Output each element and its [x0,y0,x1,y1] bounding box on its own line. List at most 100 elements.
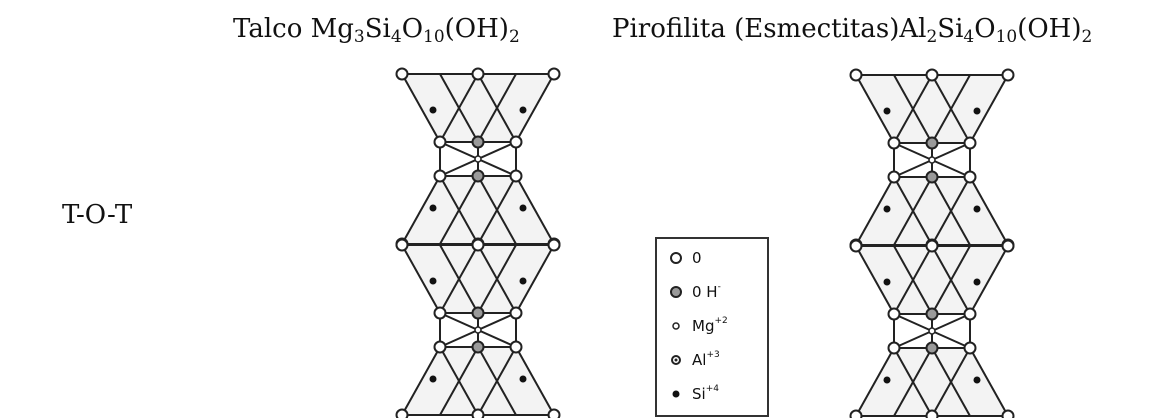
title-pirofilita-formula-subscript: 10 [995,27,1018,47]
legend-label: 0 H- [692,282,721,301]
oxygen-atom [849,409,863,418]
metal-atom [928,156,936,164]
bond-line [931,245,971,315]
title-pirofilita: Pirofilita (Esmectitas)Al2Si4O10(OH)2 [612,14,1092,47]
title-pirofilita-name: Pirofilita (Esmectitas) [612,14,900,44]
oxygen-atom [471,408,485,418]
metal-atom [474,326,482,334]
bond-line [969,347,1009,417]
bond-line [477,346,517,416]
tot-unit [395,238,561,418]
tetra-shade-top [856,246,1008,314]
silicon-atom [429,375,437,383]
bond-line [477,175,517,245]
silicon-atom [883,205,891,213]
silicon-atom [519,375,527,383]
bond-line [893,347,933,417]
bond-line [515,346,555,416]
hydroxyl-atom [925,341,939,355]
legend-item: Mg+2 [672,316,728,335]
legend-label: Al+3 [692,350,720,369]
oxygen-atom [509,135,523,149]
hydroxyl-atom [471,135,485,149]
silicon-atom [429,277,437,285]
oxygen-atom [509,306,523,320]
title-talco-formula-part: Mg [310,14,354,44]
oxygen-atom [433,340,447,354]
silicon-atom [973,376,981,384]
bond-line [401,244,441,314]
legend-al-icon-dot [674,358,678,362]
tetra-shade-bottom [402,176,554,244]
bond-line [439,73,479,143]
hydroxyl-atom [925,307,939,321]
oxygen-atom [925,409,939,418]
oxygen-atom [887,341,901,355]
title-talco-formula-subscript: 10 [423,27,445,47]
oxygen-atom [963,170,977,184]
bond-line [969,245,1009,315]
title-pirofilita-formula-subscript: 4 [963,27,975,47]
bond-line [439,244,479,314]
bond-line [931,74,971,144]
silicon-atom [429,204,437,212]
bond-line [401,73,441,143]
bond-line [439,346,479,416]
bond-line [893,176,933,246]
hydroxyl-atom [471,169,485,183]
oxygen-atom [1001,68,1015,82]
bond-line [515,175,555,245]
tot-unit [395,67,561,251]
silicon-atom [429,106,437,114]
silicon-atom [973,205,981,213]
tot-unit [849,239,1015,418]
bond-line [893,245,933,315]
title-pirofilita-formula-part: Al [899,14,927,44]
legend-si-icon [672,390,680,398]
silicon-atom [883,376,891,384]
tetra-shade-top [402,74,554,142]
bond-line [969,74,1009,144]
oxygen-atom [849,68,863,82]
oxygen-atom [395,67,409,81]
oxygen-atom [395,408,409,418]
metal-atom [928,327,936,335]
hydroxyl-atom [925,136,939,150]
title-pirofilita-formula-subscript: 2 [926,27,938,47]
tetra-shade-top [856,75,1008,143]
oxygen-atom [963,307,977,321]
metal-atom [474,155,482,163]
silicon-atom [973,107,981,115]
title-pirofilita-formula-part: Si [937,14,964,44]
tetra-shade-bottom [856,177,1008,245]
silicon-atom [519,106,527,114]
oxygen-atom [1001,239,1015,253]
oxygen-atom [547,67,561,81]
bond-line [931,347,971,417]
title-talco-formula-part: Si [364,14,391,44]
silicon-atom [519,204,527,212]
oxygen-atom [849,239,863,253]
legend-hydroxyl-icon [670,286,682,298]
legend-item: 0 H- [670,282,721,301]
oxygen-atom [433,306,447,320]
title-talco: Talco Mg3Si4O10(OH)2 [233,14,520,47]
oxygen-atom [433,169,447,183]
legend-label: Si+4 [692,384,719,403]
oxygen-atom [887,136,901,150]
oxygen-atom [963,341,977,355]
bond-line [477,244,517,314]
silicon-atom [973,278,981,286]
legend: 0 0 H- Mg+2Al+3Si+4 [655,237,769,417]
legend-item: 0 [670,249,702,267]
bond-line [515,73,555,143]
bond-line [401,346,441,416]
oxygen-atom [547,238,561,252]
bond-line [439,175,479,245]
bond-line [855,176,895,246]
oxygen-atom [887,170,901,184]
title-talco-formula-part: O [401,14,424,44]
oxygen-atom [963,136,977,150]
tot-label: T-O-T [62,200,133,230]
